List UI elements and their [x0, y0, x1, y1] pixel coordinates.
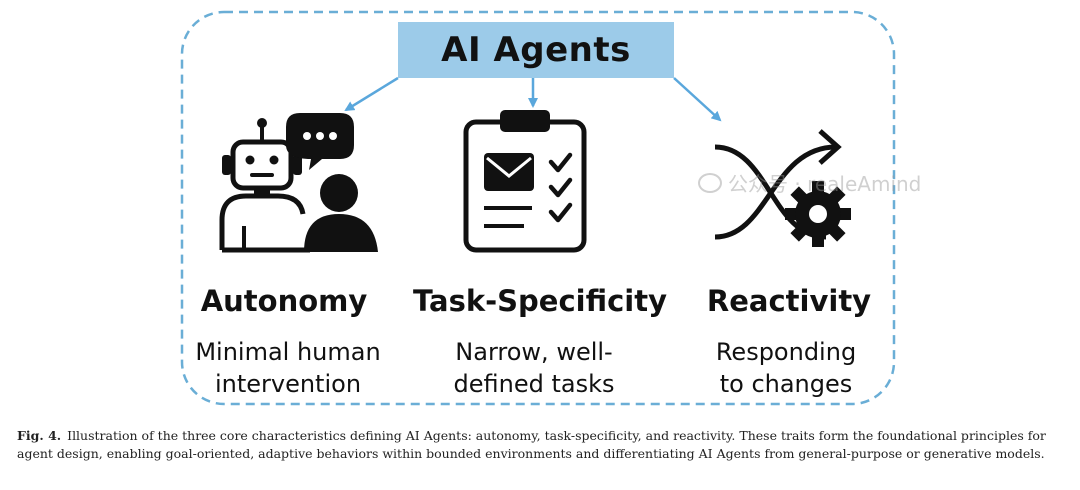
watermark: 公众号 · realeAmind	[698, 168, 921, 197]
reactivity-label: Reactivity	[706, 284, 872, 318]
description-line: Minimal human	[195, 338, 381, 366]
caption-tag: Fig. 4.	[17, 428, 62, 443]
task-specificity-description: Narrow, well- defined tasks	[384, 336, 684, 400]
description-line: Narrow, well-	[455, 338, 613, 366]
watermark-text: 公众号 · realeAmind	[728, 172, 922, 196]
figure-caption: Fig. 4.Illustration of the three core ch…	[17, 427, 1067, 463]
caption-text: Illustration of the three core character…	[17, 428, 1046, 461]
arrow-to-reactivity	[673, 77, 722, 122]
description-line: Responding	[715, 338, 857, 366]
autonomy-label: Autonomy	[200, 284, 368, 318]
clipboard-with-envelope-and-checkmarks-icon	[463, 110, 587, 253]
diagram-canvas	[180, 10, 896, 406]
shuffle-arrows-and-gear-icon	[714, 129, 851, 247]
robot-with-speech-bubble-and-person-icon	[219, 113, 378, 253]
task-specificity-label: Task-Specificity	[412, 284, 668, 318]
description-line: defined tasks	[453, 370, 615, 398]
dashed-border	[180, 10, 896, 406]
reactivity-description: Responding to changes	[636, 336, 936, 400]
diagram: AI Agents Autonomy Minimal human interve…	[138, 10, 936, 406]
wechat-logo-icon	[698, 172, 722, 193]
description-line: intervention	[214, 370, 362, 398]
arrow-to-autonomy	[344, 76, 399, 112]
description-line: to changes	[719, 370, 853, 398]
diagram-title: AI Agents	[441, 30, 631, 70]
title-box: AI Agents	[398, 22, 674, 78]
autonomy-description: Minimal human intervention	[138, 336, 438, 400]
